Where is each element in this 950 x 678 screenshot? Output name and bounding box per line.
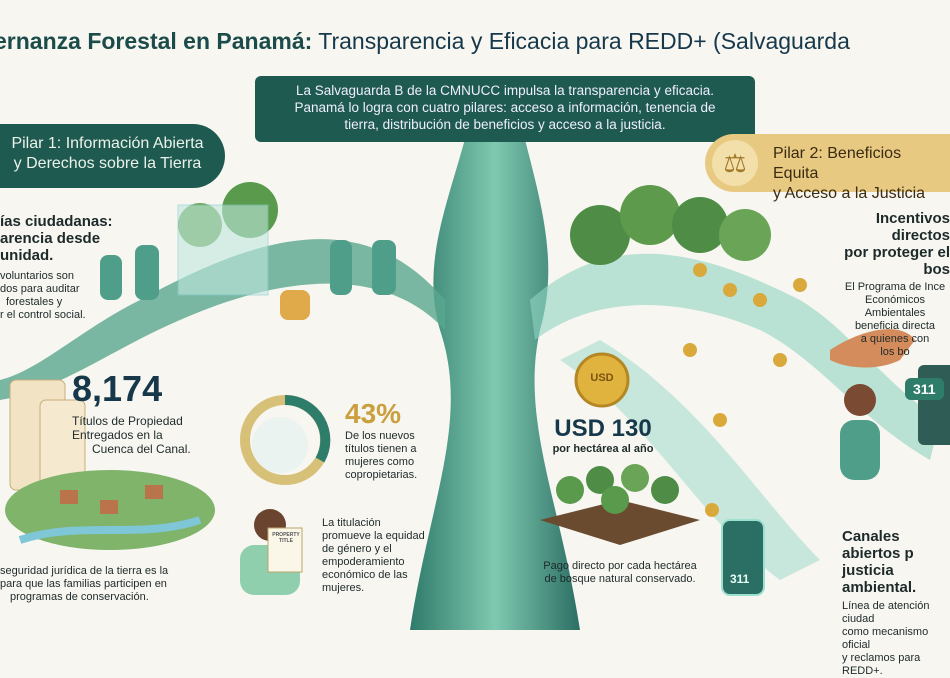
banner-line: La Salvaguarda B de la CMNUCC impulsa la… <box>296 83 714 98</box>
speech-bubble-311: 311 <box>905 378 944 400</box>
forest-canopy-right <box>570 185 771 265</box>
river <box>18 516 202 544</box>
phone-number: 311 <box>730 572 750 586</box>
page-title: ernanza Forestal en Panamá: Transparenci… <box>0 28 850 55</box>
banner-line: tierra, distribución de beneficios y acc… <box>344 117 666 132</box>
right-branch <box>530 253 940 460</box>
usd-coin <box>574 352 630 408</box>
usd-amount: USD 130 <box>554 415 652 442</box>
pillar1-title: Pilar 1: Información Abierta <box>11 135 204 152</box>
pillar1-title: y Derechos sobre la Tierra <box>13 155 202 172</box>
usd-coin-label: USD <box>590 372 614 384</box>
tree-illustration <box>0 120 950 630</box>
titles-number: 8,174 <box>72 368 163 409</box>
phone-icon <box>721 519 765 596</box>
intro-banner: La Salvaguarda B de la CMNUCC impulsa la… <box>255 76 755 142</box>
forest-plot <box>540 464 700 545</box>
tree-trunk <box>410 120 580 630</box>
title-bold: ernanza Forestal en Panamá: <box>0 28 313 54</box>
scale-icon: ⚖ <box>712 140 758 186</box>
pillar1-banner: Pilar 1: Información Abierta y Derechos … <box>0 124 225 188</box>
usd-stat: USD 130 por hectárea al año <box>538 415 668 455</box>
pillar2-title: Pilar 2: Beneficios Equita <box>773 145 902 182</box>
percent-ring-center <box>252 417 308 473</box>
women-percent: 43% <box>345 398 402 429</box>
percent-ring-fill <box>284 394 331 463</box>
transparent-cube <box>177 204 269 296</box>
hand-icon <box>830 329 915 368</box>
pillar2-title: y Acceso a la Justicia <box>773 185 926 202</box>
houses <box>60 485 163 514</box>
coins <box>683 263 807 517</box>
usd-unit: por hectárea al año <box>552 443 654 455</box>
people-left <box>100 240 396 320</box>
woman-with-title <box>240 509 303 595</box>
title-rest: Transparencia y Eficacia para REDD+ (Sal… <box>312 28 850 54</box>
banner-line: Panamá lo logra con cuatro pilares: acce… <box>294 100 716 115</box>
